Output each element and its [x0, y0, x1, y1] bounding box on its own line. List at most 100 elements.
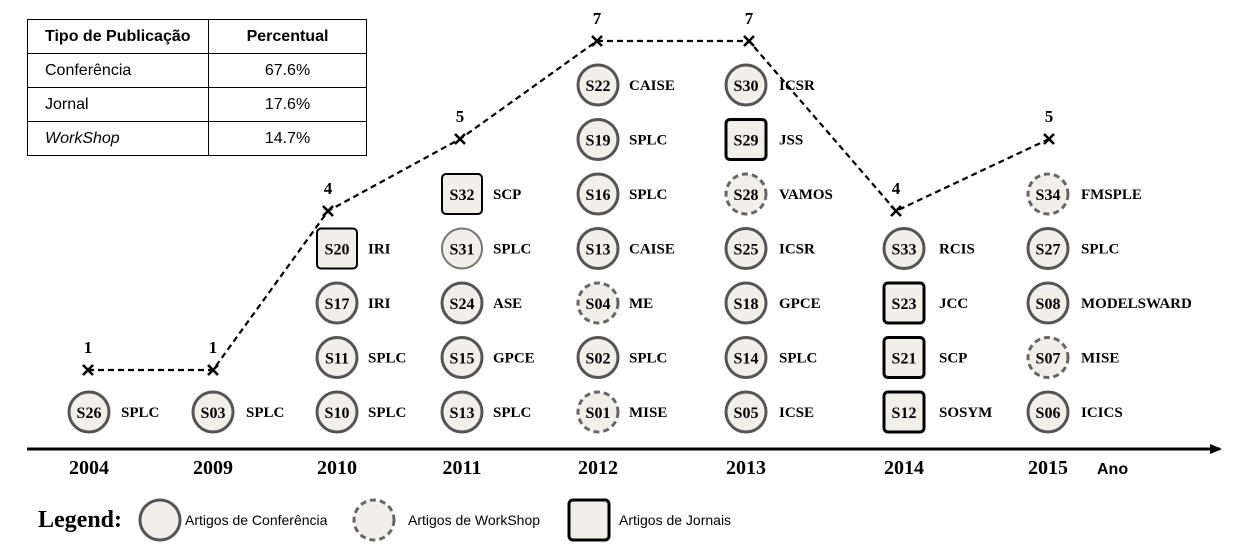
table-cell-percentual: 67.6% [208, 53, 367, 88]
year-label: 2014 [884, 457, 924, 479]
venue-label: ME [629, 296, 653, 312]
study-id: S18 [734, 296, 759, 313]
study-id: S22 [586, 78, 611, 95]
trend-marker [890, 205, 902, 217]
venue-label: ICICS [1081, 405, 1123, 421]
legend-label: Artigos de WorkShop [408, 512, 540, 528]
year-count-label: 5 [456, 107, 465, 126]
year-count-label: 4 [324, 179, 333, 198]
trend-marker [207, 364, 219, 376]
year-count-label: 4 [892, 179, 901, 198]
legend-title: Legend: [38, 507, 122, 533]
study-id: S07 [1036, 351, 1061, 368]
table-header-percentual: Percentual [208, 19, 367, 54]
venue-label: SPLC [121, 405, 159, 421]
venue-label: SPLC [1081, 242, 1119, 258]
venue-label: SPLC [246, 405, 284, 421]
study-id: S30 [734, 78, 759, 95]
venue-label: MODELSWARD [1081, 296, 1192, 312]
study-id: S12 [892, 405, 917, 422]
legend-item-conference: Artigos de Conferência [138, 498, 328, 542]
study-id: S13 [450, 405, 475, 422]
year-label: 2015 [1028, 457, 1068, 479]
venue-label: MISE [1081, 351, 1119, 367]
year-label: 2010 [317, 457, 357, 479]
study-id: S29 [734, 133, 759, 150]
table-row: WorkShop 14.7% [27, 121, 367, 156]
study-id: S33 [892, 242, 917, 259]
venue-label: SCP [493, 187, 521, 203]
legend-item-journal: Artigos de Jornais [567, 498, 731, 542]
study-id: S02 [586, 351, 611, 368]
venue-label: SOSYM [939, 405, 992, 421]
study-node-s29: S29 JSS [724, 118, 803, 161]
venue-label: SPLC [779, 351, 817, 367]
study-id: S13 [586, 242, 611, 259]
study-id: S31 [450, 242, 475, 259]
venue-label: ICSE [779, 405, 814, 421]
year-count-label: 7 [745, 9, 754, 28]
venue-label: GPCE [779, 296, 821, 312]
study-id: S06 [1036, 405, 1061, 422]
trend-marker [322, 205, 334, 217]
study-id: S15 [450, 351, 475, 368]
study-id: S32 [450, 187, 475, 204]
study-node-s06: S06 ICICS [1026, 390, 1123, 434]
legend-label: Artigos de Conferência [185, 512, 328, 528]
study-id: S27 [1036, 242, 1061, 259]
trend-marker [454, 133, 466, 145]
venue-label: SPLC [493, 242, 531, 258]
study-node-s12: S12 SOSYM [882, 390, 992, 434]
trend-marker [82, 364, 94, 376]
venue-label: RCIS [939, 242, 975, 258]
venue-label: JSS [779, 133, 803, 149]
venue-label: SPLC [629, 187, 667, 203]
venue-label: SPLC [629, 351, 667, 367]
table-row: Conferência 67.6% [27, 53, 367, 88]
table-row: Jornal 17.6% [27, 87, 367, 122]
study-id: S01 [586, 405, 611, 422]
venue-label: FMSPLE [1081, 187, 1142, 203]
venue-label: SCP [939, 351, 967, 367]
table-cell-percentual: 17.6% [208, 87, 367, 122]
venue-label: SPLC [493, 405, 531, 421]
publication-type-table: Tipo de Publicação Percentual Conferênci… [27, 19, 367, 156]
study-id: S08 [1036, 296, 1061, 313]
study-id: S03 [201, 405, 226, 422]
study-id: S11 [325, 351, 349, 368]
study-node-s13: S13 SPLC [440, 390, 531, 434]
study-id: S21 [892, 351, 917, 368]
trend-marker [1043, 133, 1055, 145]
study-id: S05 [734, 405, 759, 422]
study-node-s04: S04 ME [576, 281, 653, 325]
study-node-s32: S32 SCP [441, 173, 521, 215]
study-id: S25 [734, 242, 759, 259]
study-id: S28 [734, 187, 759, 204]
study-id: S10 [325, 405, 350, 422]
table-cell-percentual: 14.7% [208, 121, 367, 156]
year-count-label: 1 [84, 338, 93, 357]
study-node-s33: S33 RCIS [882, 227, 975, 270]
study-id: S19 [586, 133, 611, 150]
study-id: S04 [586, 296, 611, 313]
study-node-s18: S18 GPCE [724, 281, 821, 325]
study-id: S16 [586, 187, 611, 204]
table-cell-tipo: WorkShop [27, 121, 209, 156]
venue-label: IRI [368, 242, 391, 258]
study-id: S17 [325, 296, 350, 313]
venue-label: SPLC [368, 351, 406, 367]
year-label: 2004 [69, 457, 109, 479]
study-id: S20 [325, 242, 350, 259]
study-id: S34 [1036, 187, 1061, 204]
year-count-label: 7 [593, 9, 602, 28]
